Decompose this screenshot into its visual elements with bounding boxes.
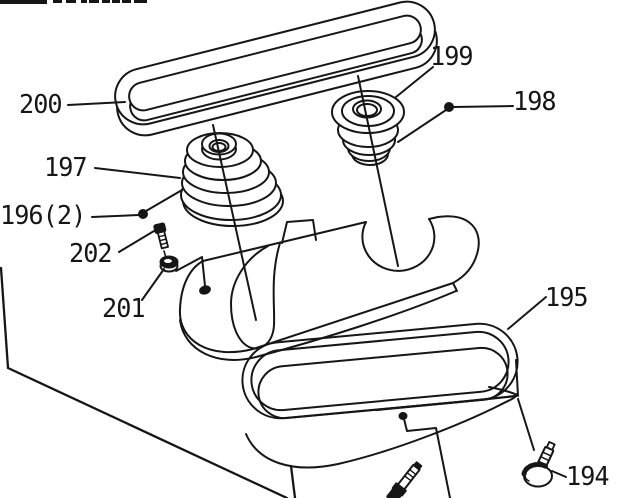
belt-cover-195 bbox=[241, 322, 519, 469]
leader-194-install bbox=[517, 398, 535, 451]
screw-bottom-partial bbox=[386, 461, 423, 498]
callout-201: 201 bbox=[102, 294, 146, 324]
step-pulley-199 bbox=[331, 90, 405, 166]
callout-197: 197 bbox=[44, 153, 88, 183]
leader-194 bbox=[551, 470, 567, 478]
leader-196 bbox=[91, 214, 140, 218]
leader-200 bbox=[67, 101, 126, 106]
leader-lines bbox=[67, 66, 567, 498]
leader-198 bbox=[452, 105, 514, 108]
screw-202 bbox=[153, 222, 169, 259]
leader-195 bbox=[507, 296, 547, 330]
callout-198: 198 bbox=[513, 87, 557, 117]
truncated-top-text-marks bbox=[0, 0, 147, 4]
thumb-screw-194 bbox=[521, 441, 556, 488]
step-pulley-197 bbox=[180, 132, 284, 227]
callout-195: 195 bbox=[545, 283, 589, 313]
drive-belt-200 bbox=[114, 0, 438, 137]
machine-body-edges bbox=[0, 266, 518, 498]
callout-202: 202 bbox=[69, 239, 113, 269]
leader-198-install bbox=[397, 109, 447, 143]
leader-197 bbox=[94, 167, 181, 179]
leader-201 bbox=[141, 268, 165, 301]
pulley-mounting-plate bbox=[178, 215, 480, 361]
leader-dot-196 bbox=[138, 209, 148, 219]
leader-202 bbox=[118, 230, 155, 253]
leader-dot-cover bbox=[398, 412, 408, 420]
callout-196: 196(2) bbox=[0, 201, 86, 231]
leader-196-install bbox=[145, 189, 183, 212]
callout-199: 199 bbox=[430, 42, 474, 72]
callout-200: 200 bbox=[19, 90, 63, 120]
plate-tab bbox=[281, 219, 317, 244]
leader-201-install bbox=[175, 256, 206, 287]
leader-dot-201 bbox=[199, 285, 211, 295]
washer-201 bbox=[159, 255, 179, 273]
callout-194: 194 bbox=[566, 462, 610, 492]
leader-dot-198 bbox=[444, 102, 454, 112]
axis-lines bbox=[212, 75, 399, 321]
leader-cover-offpage bbox=[403, 418, 451, 498]
leader-199 bbox=[395, 66, 434, 98]
